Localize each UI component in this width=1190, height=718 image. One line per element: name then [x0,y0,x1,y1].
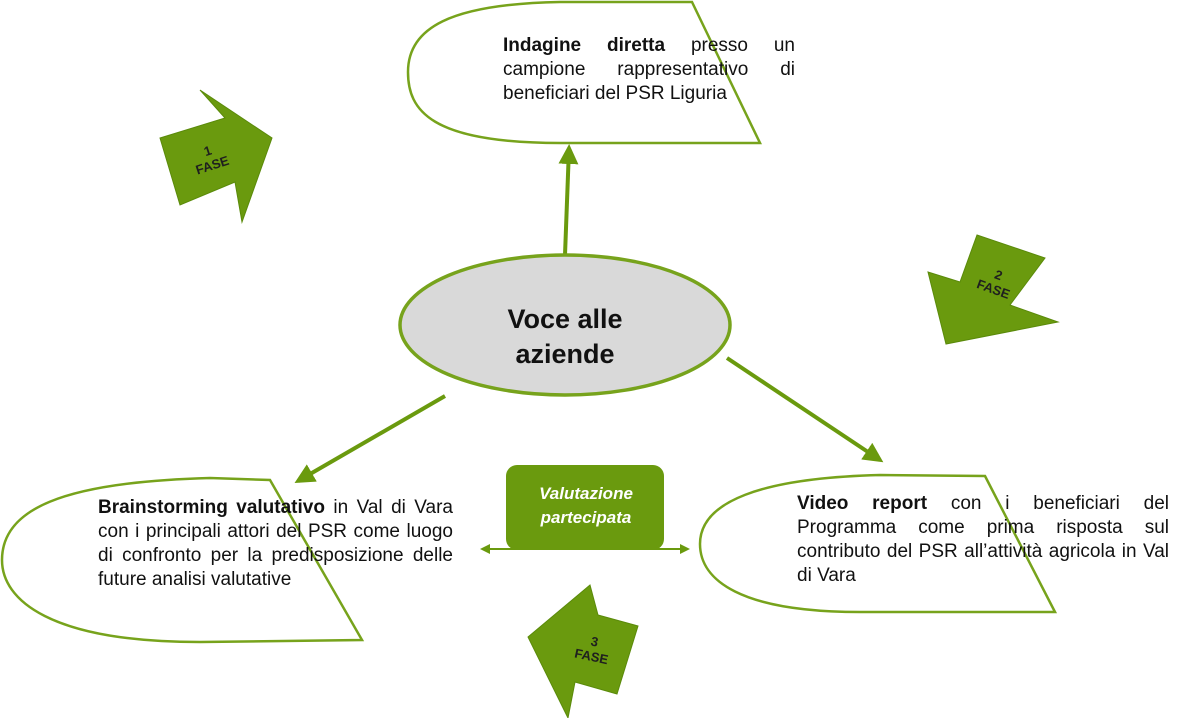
right-callout-shape [698,473,1058,614]
valutazione-badge [506,465,664,550]
center-title-line2: aziende [515,339,615,369]
right-callout-bold: Video report [797,493,928,514]
arrow-to-right [725,356,884,463]
left-callout-rest: in Val di Vara con i principali attori d… [98,497,453,590]
top-callout-shape [406,0,762,145]
center-title: Voce alle aziende [440,302,690,372]
right-callout-rest: con i beneficiari del Programma come pri… [797,493,1169,586]
center-ellipse [398,253,732,397]
top-callout-bold: Indagine diretta [503,35,666,56]
right-callout-text: Video report con i beneficiari del Progr… [797,492,1169,588]
left-callout-text: Brainstorming valutativo in Val di Vara … [98,496,453,592]
top-callout-rest: presso un campione rappresentativo di be… [503,35,795,104]
center-title-line1: Voce alle [507,304,623,334]
valutazione-badge-label: Valutazione partecipata [510,482,662,530]
arrow-to-top [558,144,579,256]
phase-1-arrow-shape [159,89,273,224]
phase-3-arrow-shape [527,584,639,718]
phase-2-arrow-shape [927,234,1060,345]
badge-line1: Valutazione [539,484,633,503]
arrow-to-left [294,394,447,484]
badge-line2: partecipata [540,508,632,527]
left-callout-shape [0,476,365,644]
left-callout-bold: Brainstorming valutativo [98,497,325,518]
top-callout-text: Indagine diretta presso un campione rapp… [503,34,795,106]
